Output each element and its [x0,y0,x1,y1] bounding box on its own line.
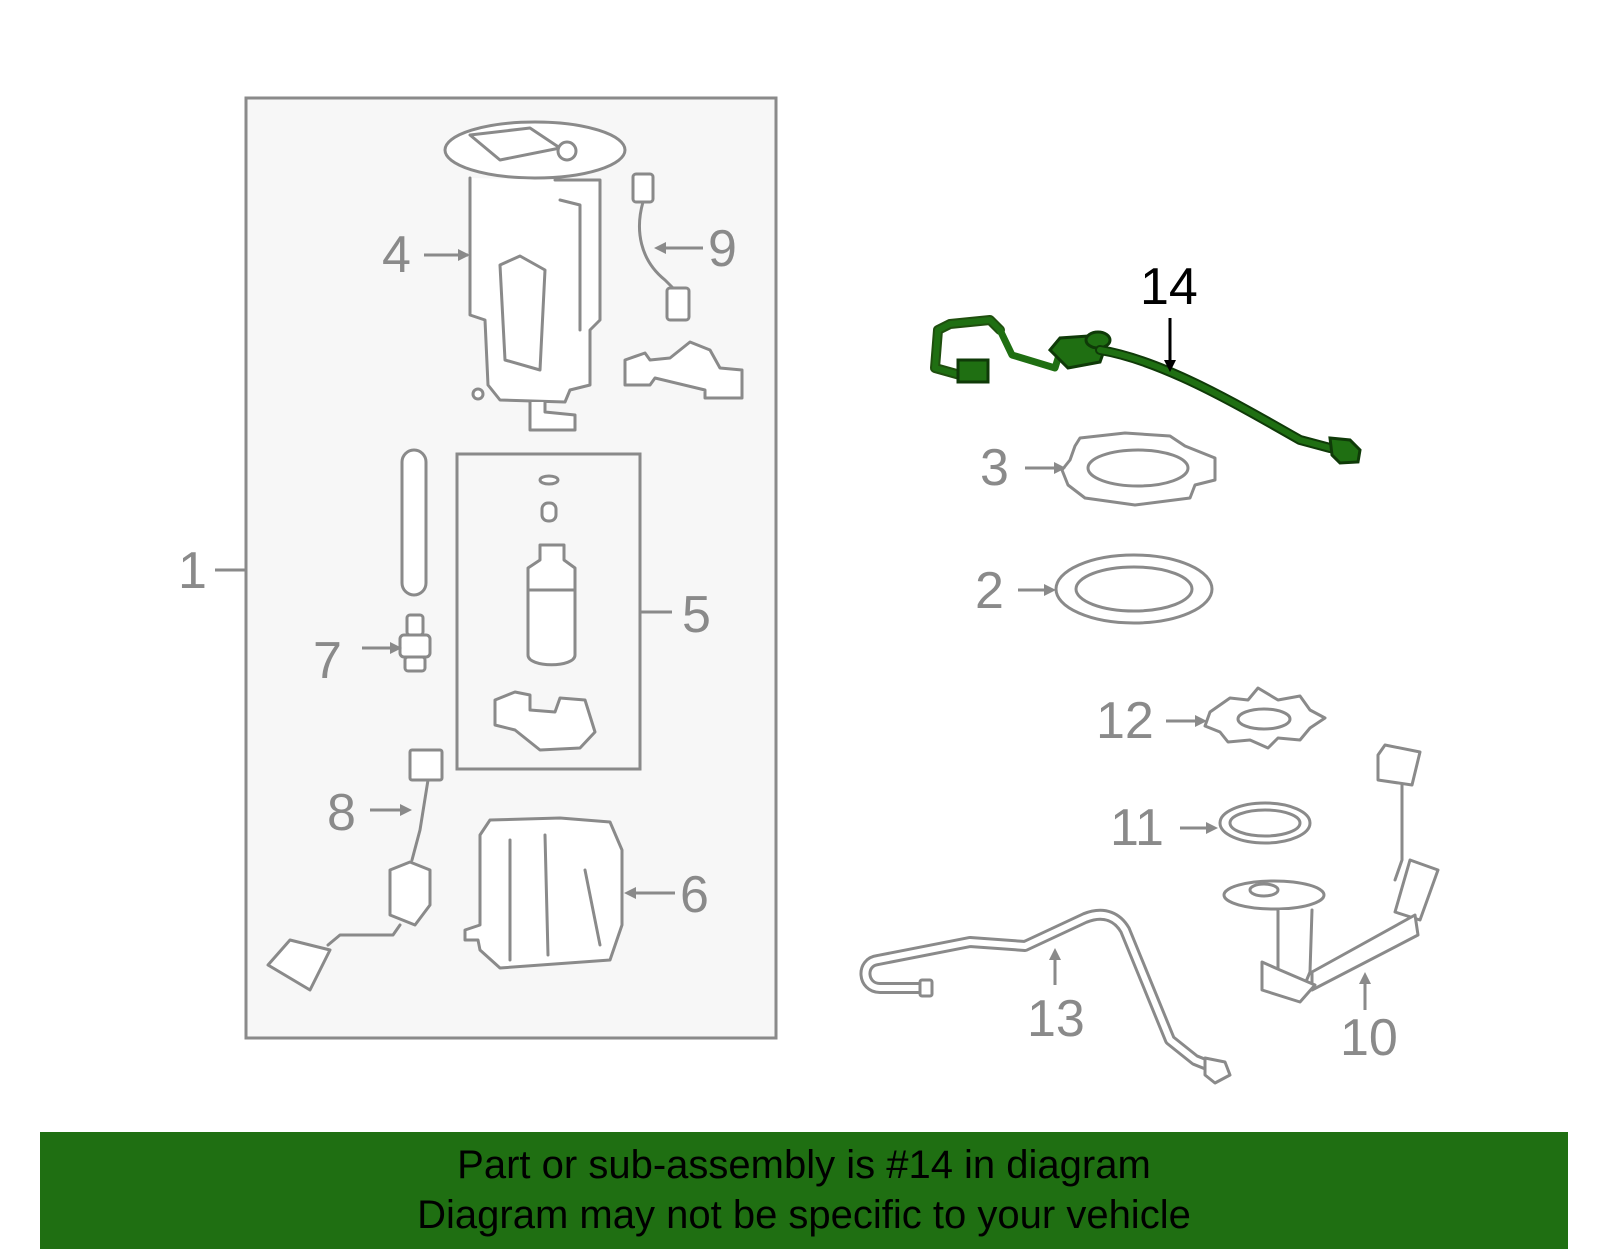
fuel-sender-8[interactable] [266,748,444,992]
callout-10: 10 [1340,1009,1398,1067]
callout-1: 1 [178,542,207,600]
callout-11: 11 [1110,799,1164,857]
callout-3: 3 [980,439,1009,497]
fuel-line-13[interactable] [859,908,1232,1085]
callout-12: 12 [1096,692,1154,750]
callout-7: 7 [313,632,342,690]
leader-lines [215,242,1371,1010]
callout-5: 5 [682,586,711,644]
callout-14: 14 [1140,258,1198,316]
level-sensor-10[interactable] [1222,743,1440,1004]
wire-harness-9[interactable] [631,172,691,322]
callout-6: 6 [680,866,709,924]
bracket [623,340,744,400]
fuel-pump-module[interactable] [443,120,627,432]
fuel-reservoir-6[interactable] [463,816,624,970]
fuel-pump-5[interactable] [493,474,597,752]
callout-8: 8 [327,784,356,842]
banner-line-1: Part or sub-assembly is #14 in diagram [457,1143,1151,1187]
info-banner: Part or sub-assembly is #14 in diagram D… [40,1132,1568,1249]
fuel-tube [400,448,428,597]
o-ring-11[interactable] [1218,801,1312,845]
banner-line-2: Diagram may not be specific to your vehi… [417,1193,1191,1237]
callout-4: 4 [382,226,411,284]
callout-13: 13 [1027,990,1085,1048]
wire-harness-14[interactable] [930,315,1362,465]
callout-2: 2 [975,562,1004,620]
callout-9: 9 [708,220,737,278]
pressure-regulator-7[interactable] [398,613,432,673]
lock-ring-3[interactable] [1060,431,1217,507]
gasket-2[interactable] [1054,553,1214,625]
retainer-12[interactable] [1203,686,1327,750]
